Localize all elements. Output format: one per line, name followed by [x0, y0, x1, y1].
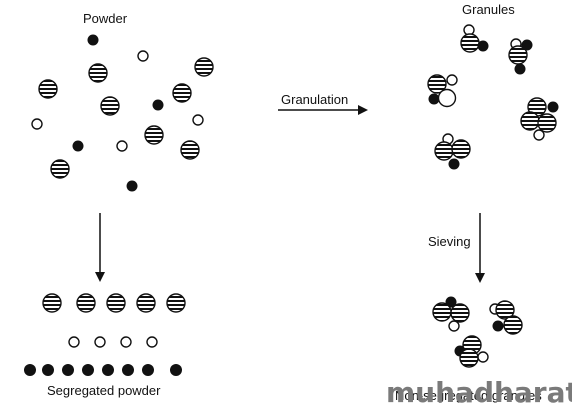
segregated-hollow-particle: [120, 336, 132, 348]
sieved-striped-particle: [450, 303, 470, 323]
segregated-powder-label: Segregated powder: [47, 383, 161, 398]
granules-label: Granules: [462, 2, 515, 17]
segregated-black-particle: [82, 364, 94, 376]
granule-black-particle: [477, 40, 489, 52]
powder-striped-particle: [88, 63, 108, 83]
segregated-black-particle: [42, 364, 54, 376]
segregated-black-particle: [122, 364, 134, 376]
sieved-hollow-particle: [477, 351, 489, 363]
segregated-black-particle: [102, 364, 114, 376]
segregated-striped-particle: [76, 293, 96, 313]
granule-black-particle: [547, 101, 559, 113]
granule-black-particle: [514, 63, 526, 75]
non-segregated-granules-label: Non-segregated granules: [395, 388, 542, 403]
powder-hollow-particle: [31, 118, 43, 130]
segregated-hollow-particle: [68, 336, 80, 348]
segregated-striped-particle: [42, 293, 62, 313]
granule-black-particle: [448, 158, 460, 170]
powder-hollow-particle: [137, 50, 149, 62]
sieving-label: Sieving: [428, 234, 471, 249]
granule-black-particle: [521, 39, 533, 51]
powder-striped-particle: [50, 159, 70, 179]
granule-hollow-particle: [533, 129, 545, 141]
granule-striped-particle: [537, 113, 557, 133]
segregated-hollow-particle: [94, 336, 106, 348]
powder-striped-particle: [194, 57, 214, 77]
segregated-hollow-particle: [146, 336, 158, 348]
powder-black-particle: [87, 34, 99, 46]
segregated-black-particle: [170, 364, 182, 376]
powder-hollow-particle: [192, 114, 204, 126]
sieved-striped-particle: [503, 315, 523, 335]
granulation-label: Granulation: [281, 92, 348, 107]
powder-striped-particle: [100, 96, 120, 116]
sieved-hollow-particle: [448, 320, 460, 332]
segregated-striped-particle: [106, 293, 126, 313]
granule-black-particle: [428, 93, 440, 105]
segregated-striped-particle: [136, 293, 156, 313]
watermark: muhadharaty.com: [386, 376, 572, 407]
segregated-black-particle: [142, 364, 154, 376]
granule-striped-particle: [434, 141, 454, 161]
sieved-striped-particle: [459, 348, 479, 368]
granule-striped-particle: [427, 74, 447, 94]
powder-striped-particle: [144, 125, 164, 145]
granule-striped-particle: [460, 33, 480, 53]
powder-striped-particle: [180, 140, 200, 160]
granule-striped-particle: [520, 111, 540, 131]
particles-layer: [24, 24, 559, 376]
powder-black-particle: [126, 180, 138, 192]
powder-striped-particle: [172, 83, 192, 103]
powder-black-particle: [152, 99, 164, 111]
powder-striped-particle: [38, 79, 58, 99]
segregated-black-particle: [62, 364, 74, 376]
sieved-striped-particle: [495, 300, 515, 320]
sieved-black-particle: [492, 320, 504, 332]
powder-hollow-particle: [116, 140, 128, 152]
sieved-striped-particle: [432, 302, 452, 322]
powder-label: Powder: [83, 11, 128, 26]
granule-striped-particle: [451, 139, 471, 159]
powder-black-particle: [72, 140, 84, 152]
segregated-striped-particle: [166, 293, 186, 313]
granule-hollow-particle: [437, 88, 457, 108]
granule-hollow-particle: [446, 74, 458, 86]
segregated-black-particle: [24, 364, 36, 376]
